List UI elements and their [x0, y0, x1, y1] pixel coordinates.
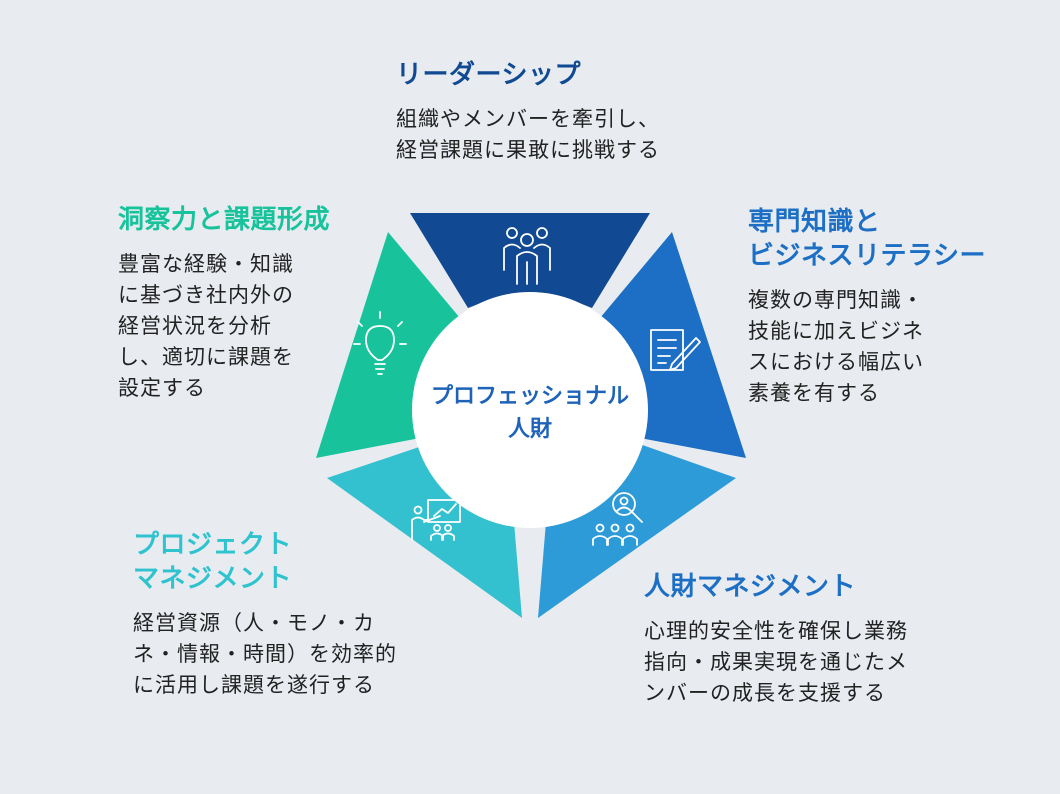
insight-desc-line: し、適切に課題を	[118, 345, 294, 369]
leadership-title-line: リーダーシップ	[396, 60, 581, 90]
center-label-line2: 人財	[507, 417, 552, 442]
hr-management-block: 人財マネジメント 心理的安全性を確保し業務 指向・成果実現を通じたメ ンバーの成…	[644, 570, 908, 709]
leadership-desc-line: 組織やメンバーを牽引し、	[396, 107, 660, 131]
expertise-desc-line: 複数の専門知識・	[748, 288, 924, 312]
hr-management-desc-line: 指向・成果実現を通じたメ	[644, 650, 908, 674]
hr-management-desc-line: ンバーの成長を支援する	[644, 681, 886, 705]
project-management-title-line: プロジェクト	[133, 530, 293, 560]
segment-leadership	[410, 213, 650, 308]
hr-management-desc-line: 心理的安全性を確保し業務	[644, 619, 908, 643]
expertise-title-line: ビジネスリテラシー	[748, 241, 986, 271]
center-label: プロフェッショナル 人財	[410, 380, 650, 446]
expertise-title-line: 専門知識と	[748, 207, 881, 237]
hr-management-description: 心理的安全性を確保し業務 指向・成果実現を通じたメ ンバーの成長を支援する	[644, 616, 908, 709]
insight-block: 洞察力と課題形成 豊富な経験・知識 に基づき社内外の 経営状況を分析 し、適切に…	[118, 203, 330, 404]
insight-desc-line: 豊富な経験・知識	[118, 252, 294, 276]
project-management-desc-line: 経営資源（人・モノ・カ	[133, 611, 375, 635]
leadership-description: 組織やメンバーを牽引し、 経営課題に果敢に挑戦する	[396, 104, 660, 166]
leadership-title: リーダーシップ	[396, 58, 660, 92]
expertise-desc-line: 技能に加えビジネ	[748, 319, 924, 343]
expertise-block: 専門知識と ビジネスリテラシー 複数の専門知識・ 技能に加えビジネ スにおける幅…	[748, 205, 986, 409]
project-management-desc-line: に活用し課題を遂行する	[133, 673, 375, 697]
project-management-description: 経営資源（人・モノ・カ ネ・情報・時間）を効率的 に活用し課題を遂行する	[133, 608, 397, 701]
leadership-block: リーダーシップ 組織やメンバーを牽引し、 経営課題に果敢に挑戦する	[396, 58, 660, 166]
expertise-desc-line: 素養を有する	[748, 381, 880, 405]
insight-desc-line: に基づき社内外の	[118, 283, 294, 307]
expertise-title: 専門知識と ビジネスリテラシー	[748, 205, 986, 273]
center-label-line1: プロフェッショナル	[430, 384, 629, 409]
insight-title: 洞察力と課題形成	[118, 203, 330, 237]
expertise-desc-line: スにおける幅広い	[748, 350, 924, 374]
insight-description: 豊富な経験・知識 に基づき社内外の 経営状況を分析 し、適切に課題を 設定する	[118, 249, 330, 404]
project-management-title: プロジェクト マネジメント	[133, 528, 397, 596]
people-search-icon	[592, 492, 643, 546]
project-management-desc-line: ネ・情報・時間）を効率的	[133, 642, 397, 666]
people-group-icon	[503, 227, 551, 285]
insight-title-line: 洞察力と課題形成	[118, 205, 331, 235]
project-management-block: プロジェクト マネジメント 経営資源（人・モノ・カ ネ・情報・時間）を効率的 に…	[133, 528, 397, 701]
project-management-title-line: マネジメント	[133, 564, 293, 594]
leadership-desc-line: 経営課題に果敢に挑戦する	[396, 138, 660, 162]
lightbulb-icon	[353, 311, 407, 375]
presentation-icon	[411, 499, 461, 541]
insight-desc-line: 設定する	[118, 376, 206, 400]
document-pen-icon	[650, 329, 701, 371]
insight-desc-line: 経営状況を分析	[118, 314, 272, 338]
hr-management-title: 人財マネジメント	[644, 570, 908, 604]
hr-management-title-line: 人財マネジメント	[644, 572, 857, 602]
expertise-description: 複数の専門知識・ 技能に加えビジネ スにおける幅広い 素養を有する	[748, 285, 986, 409]
center-circle	[412, 292, 648, 528]
